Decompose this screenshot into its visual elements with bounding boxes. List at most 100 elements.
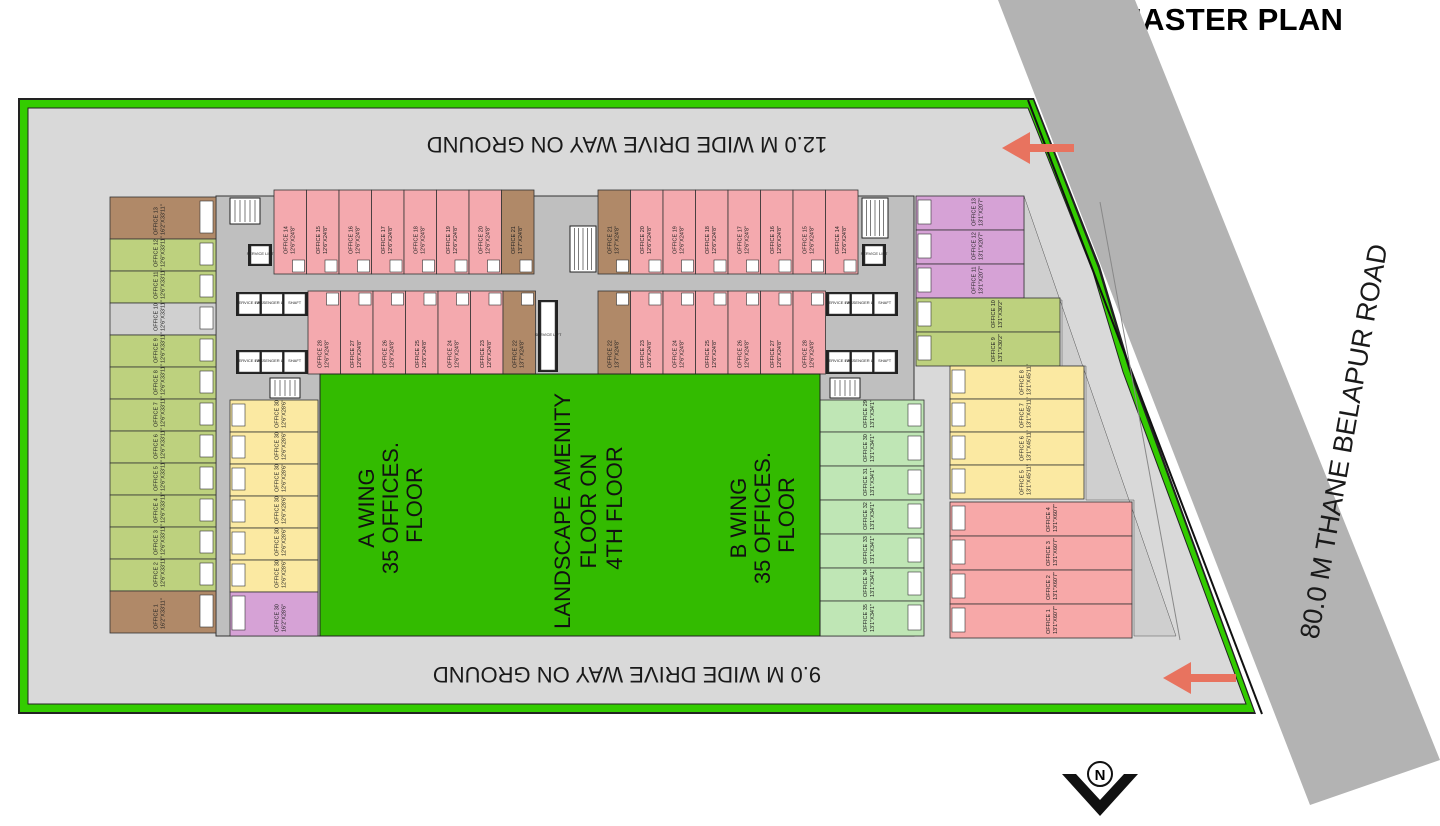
office-unit: OFFICE 2712'6"X24'8" xyxy=(340,290,374,375)
office-unit: OFFICE 1512'6"X24'8" xyxy=(306,189,340,275)
toilet-block xyxy=(681,292,694,306)
office-unit: OFFICE 1712'6"X24'8" xyxy=(727,189,761,275)
office-label-line: OFFICE 17 xyxy=(381,226,387,254)
lift-label: SHAFT xyxy=(288,300,302,305)
office-label-line: OFFICE 17 xyxy=(737,226,743,254)
office-unit: OFFICE 1412'6"X24'8" xyxy=(273,189,307,275)
office-room xyxy=(819,533,925,569)
toilet-block xyxy=(422,259,435,273)
office-unit: OFFICE 1812'6"X24'8" xyxy=(695,189,729,275)
office-label: OFFICE 312'6"X33'11" xyxy=(154,524,167,555)
b-wing-line-2: 35 OFFICES. xyxy=(750,452,775,584)
office-label-line: 12'6"X24'8" xyxy=(647,226,653,254)
toilet-block xyxy=(907,435,922,461)
office-label-line: OFFICE 4 xyxy=(154,498,160,523)
office-label-line: OFFICE 16 xyxy=(348,226,354,254)
office-label-line: OFFICE 10 xyxy=(991,300,997,328)
office-room xyxy=(109,558,217,592)
office-label-line: 12'6"X33'11" xyxy=(161,556,167,587)
office-unit: OFFICE 3012'6"X28'6" xyxy=(229,495,319,529)
toilet-block xyxy=(199,594,214,628)
office-unit: OFFICE 813'1"X45'11" xyxy=(949,364,1085,400)
office-label-line: 12'6"X24'8" xyxy=(324,340,330,368)
office-label: OFFICE 1213'1"X20'7" xyxy=(971,232,984,260)
office-label-line: OFFICE 18 xyxy=(705,226,711,254)
office-unit: OFFICE 512'6"X33'11" xyxy=(109,460,217,496)
office-room xyxy=(109,462,217,496)
office-unit: OFFICE 213'1"X60'7" xyxy=(949,569,1133,605)
office-label-line: 12'6"X24'8" xyxy=(744,226,750,254)
toilet-block xyxy=(951,539,966,565)
office-label-line: 12'6"X24'8" xyxy=(487,340,493,368)
office-label-line: OFFICE 30 xyxy=(274,560,280,588)
office-label: OFFICE 113'1"X60'7" xyxy=(1046,606,1059,634)
office-room xyxy=(502,290,536,375)
office-label-line: OFFICE 18 xyxy=(413,226,419,254)
office-room xyxy=(915,229,1025,265)
toilet-block xyxy=(199,498,214,522)
toilet-block xyxy=(231,435,246,459)
office-label-line: 13'1"X34'1" xyxy=(870,536,876,564)
lift-label: SERVICE LIFT xyxy=(861,251,888,256)
office-room xyxy=(915,331,1061,367)
office-unit: OFFICE 3513'1"X34'1" xyxy=(819,600,925,637)
office-label-line: 13'1"X20'7" xyxy=(978,266,984,294)
office-label: OFFICE 2312'6"X24'8" xyxy=(640,340,653,368)
office-label: OFFICE 2512'6"X24'8" xyxy=(705,340,718,368)
office-label-line: OFFICE 16 xyxy=(770,226,776,254)
toilet-block xyxy=(456,292,469,306)
office-label-line: OFFICE 15 xyxy=(316,226,322,254)
lift-label: PASSENGER LIFT xyxy=(255,358,289,363)
office-label: OFFICE 3012'6"X28'6" xyxy=(274,464,287,492)
office-label-line: OFFICE 10 xyxy=(154,303,160,331)
toilet-block xyxy=(487,259,500,273)
office-label-line: OFFICE 25 xyxy=(415,340,421,368)
lift-core: SERVICE LIFT xyxy=(535,300,562,372)
toilet-block xyxy=(746,259,759,273)
office-label-line: OFFICE 5 xyxy=(1020,470,1026,495)
office-room xyxy=(109,334,217,368)
staircase xyxy=(829,377,861,399)
office-label-line: OFFICE 7 xyxy=(154,402,160,427)
office-label-line: 13'1"X60'7" xyxy=(1053,538,1059,566)
office-unit: OFFICE 3113'1"X34'1" xyxy=(819,465,925,501)
office-label-line: 13'7"X24'8" xyxy=(614,340,620,368)
office-unit: OFFICE 2312'6"X24'8" xyxy=(630,290,664,375)
lift-car xyxy=(284,293,306,315)
office-label: OFFICE 812'6"X33'11" xyxy=(154,364,167,395)
office-unit: OFFICE 2113'7"X24'8" xyxy=(597,189,631,275)
office-label-line: 12'6"X24'8" xyxy=(485,226,491,254)
office-label-line: 16'2"X33'11" xyxy=(161,598,167,629)
office-label: OFFICE 1313'1"X20'7" xyxy=(971,198,984,226)
lift-core: SERVICE LIFT xyxy=(247,244,274,266)
toilet-block xyxy=(907,604,922,631)
office-label-line: 12'6"X24'8" xyxy=(712,226,718,254)
office-room xyxy=(109,196,217,240)
office-label-line: 12'6"X33'11" xyxy=(161,524,167,555)
office-unit: OFFICE 1213'1"X20'7" xyxy=(915,229,1025,265)
office-label-line: 12'6"X24'8" xyxy=(647,340,653,368)
office-label-line: OFFICE 8 xyxy=(1020,370,1026,395)
toilet-block xyxy=(907,469,922,495)
office-unit: OFFICE 3413'1"X34'1" xyxy=(819,567,925,602)
office-label-line: 12'6"X24'8" xyxy=(679,340,685,368)
office-unit: OFFICE 1612'6"X24'8" xyxy=(760,189,794,275)
staircase xyxy=(269,377,301,399)
office-label-line: 16'2"X28'6" xyxy=(281,604,287,632)
office-label: OFFICE 1013'1"X30'2" xyxy=(991,300,1004,328)
office-label: OFFICE 913'1"X30'2" xyxy=(991,334,1004,362)
office-label: OFFICE 2812'6"X24'8" xyxy=(317,340,330,368)
lift-label: SHAFT xyxy=(288,358,302,363)
b-wing-line-3: FLOOR xyxy=(774,477,799,553)
office-label-line: 13'1"X34'1" xyxy=(870,400,876,428)
office-label-line: 13'1"X45'11" xyxy=(1027,464,1033,495)
office-unit: OFFICE 312'6"X33'11" xyxy=(109,524,217,560)
office-label: OFFICE 2712'6"X24'8" xyxy=(770,340,783,368)
entry-arrow-top xyxy=(1002,132,1074,164)
office-label-line: 16'2"X33'11" xyxy=(161,204,167,235)
office-label: OFFICE 1912'6"X24'8" xyxy=(672,226,685,254)
office-unit: OFFICE 2213'7"X24'8" xyxy=(597,290,631,375)
office-label-line: 12'6"X24'8" xyxy=(453,226,459,254)
